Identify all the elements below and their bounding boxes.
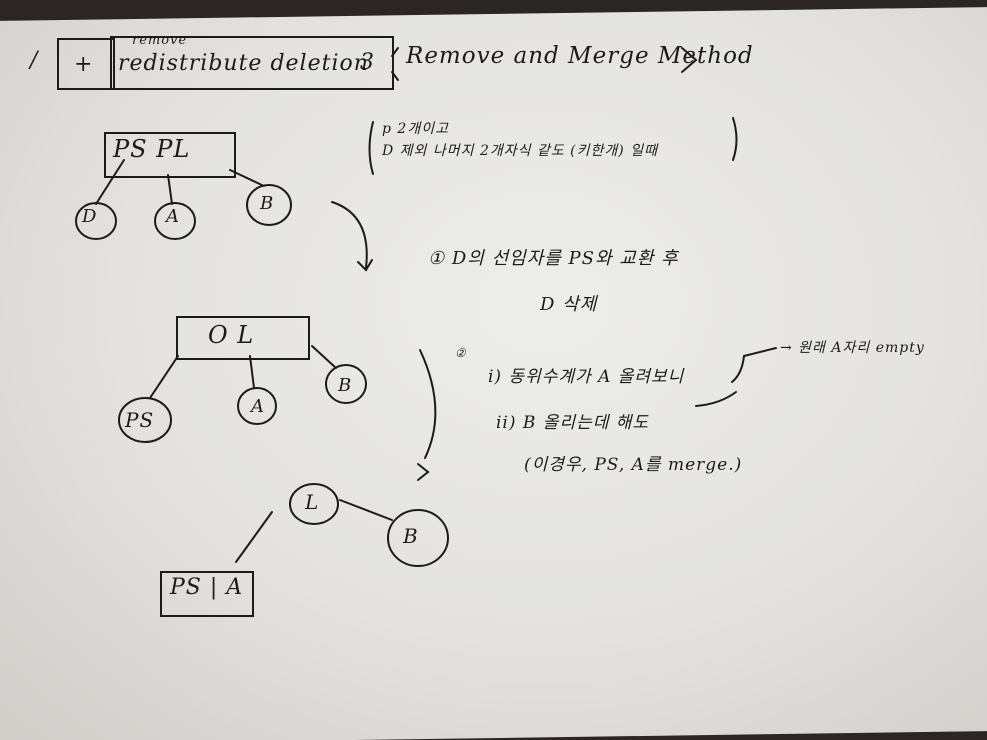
step1-line1: ① D의 선임자를 PS와 교환 후 — [428, 248, 679, 269]
step2-line3: (이경우, PS, A를 merge.) — [524, 455, 743, 475]
note-line-1: p 2개이고 — [382, 121, 449, 137]
step2-marker: ② — [455, 346, 467, 360]
tree1-node-label: PS PL — [113, 135, 191, 163]
tree3-root: L — [305, 490, 320, 514]
tree2-child-1: PS — [125, 408, 155, 432]
tree3-leaf-box — [160, 571, 254, 617]
tree2-child-3: B — [338, 375, 353, 396]
step2-line1: i) 동위수계가 A 올려보니 — [488, 367, 685, 387]
header-title: redistribute deletion — [118, 51, 369, 76]
tree3-circle-root — [289, 483, 339, 525]
tree1-child-3: B — [260, 193, 275, 214]
header-method: Remove and Merge Method — [406, 43, 754, 69]
header-box-right — [110, 36, 394, 90]
header-box-left — [57, 38, 115, 90]
tree1-circle-1 — [75, 202, 117, 240]
tree3-circle-right — [387, 509, 449, 567]
slash-mark: / — [30, 48, 39, 73]
tree1-child-1: D — [82, 206, 98, 227]
header-number: 3 — [360, 50, 375, 75]
header-insert-word: remove — [132, 33, 188, 48]
tree2-circle-3 — [325, 364, 367, 404]
step2-side-note: → 원래 A자리 empty — [780, 340, 925, 356]
tree2-node-box — [176, 316, 310, 360]
step1-line2: D 삭제 — [540, 294, 598, 315]
header-symbol: + — [74, 52, 94, 77]
tree3-right: B — [403, 524, 419, 548]
tree1-circle-2 — [154, 202, 196, 240]
tree3-leaf: PS | A — [170, 575, 244, 600]
tree2-circle-1 — [118, 397, 172, 443]
tree2-node-label: O L — [208, 321, 255, 349]
step2-line2: ii) B 올리는데 해도 — [496, 413, 650, 433]
tree1-child-2: A — [166, 206, 180, 227]
tree2-child-2: A — [251, 396, 265, 417]
tree1-circle-3 — [246, 184, 292, 226]
tree2-circle-2 — [237, 387, 277, 425]
tree1-node-box — [104, 132, 236, 178]
note-line-2: D 제외 나머지 2개자식 같도 (키한개) 일때 — [382, 143, 658, 159]
